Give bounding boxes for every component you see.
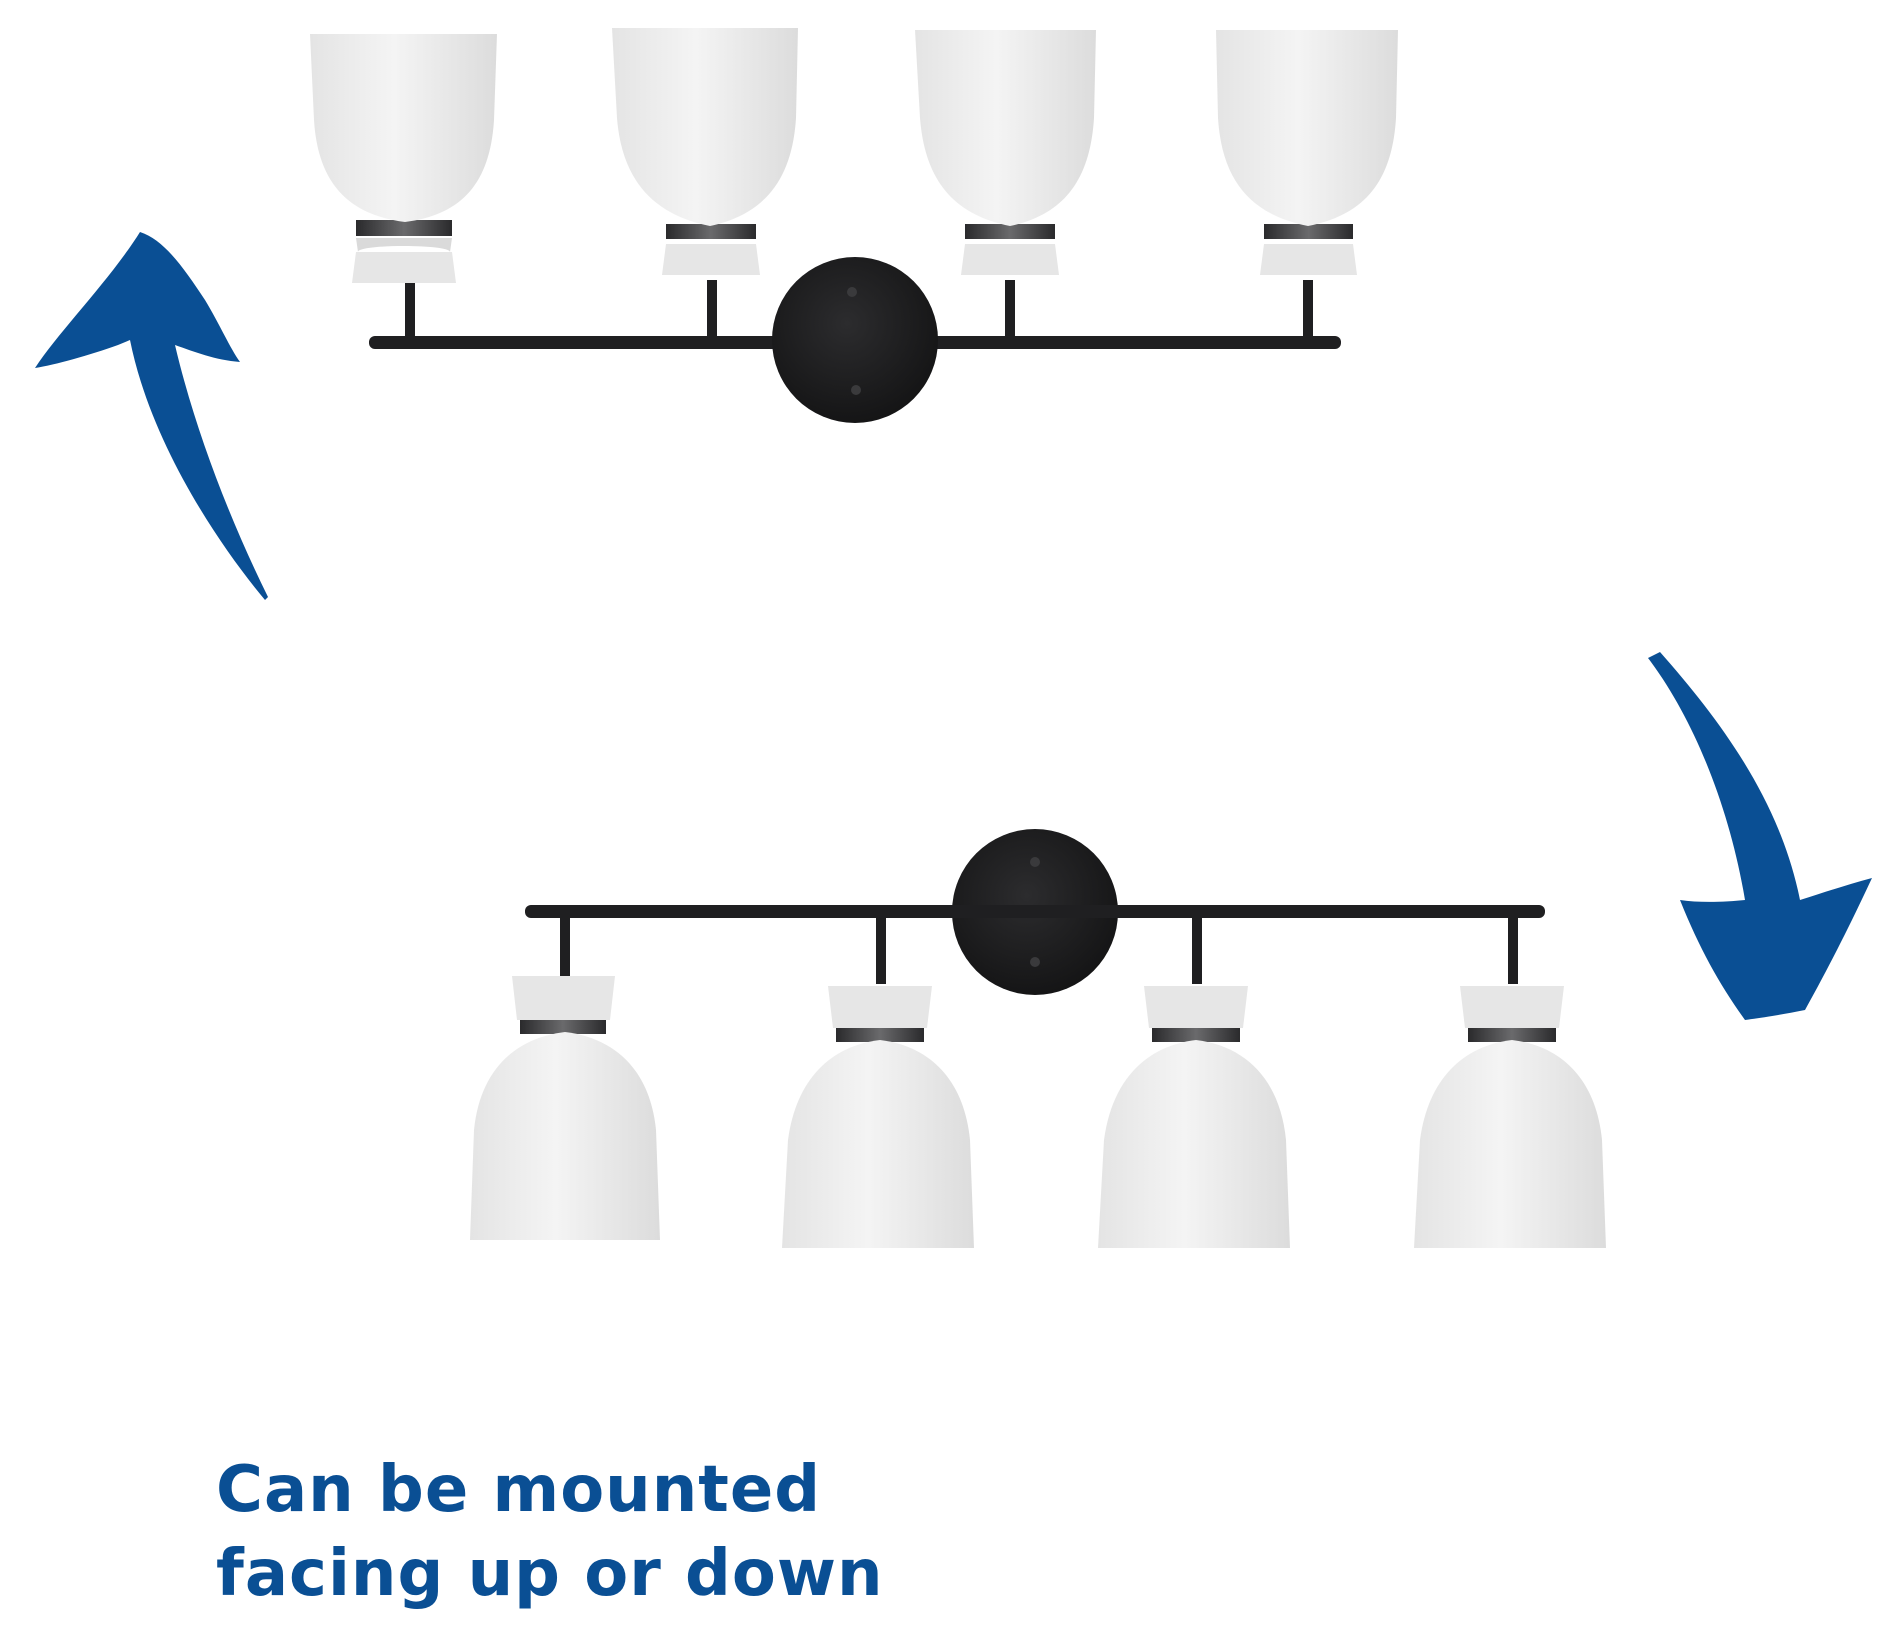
vanity-fixture-facing-down (470, 829, 1606, 1248)
glass-shade (470, 976, 660, 1240)
curved-arrow-down-icon (1648, 652, 1872, 1020)
glass-shade (1414, 986, 1606, 1248)
glass-shade (612, 28, 798, 275)
curved-arrow-up-icon (35, 232, 268, 600)
glass-shade (915, 30, 1096, 275)
vanity-fixture-facing-up (310, 28, 1398, 423)
glass-shade (1216, 30, 1398, 275)
glass-shade (310, 34, 497, 283)
mounting-caption: Can be mounted facing up or down (216, 1448, 1116, 1616)
glass-shade (1098, 986, 1290, 1248)
glass-shade (782, 986, 974, 1248)
caption-line-2: facing up or down (216, 1537, 884, 1611)
caption-line-1: Can be mounted (216, 1453, 822, 1527)
